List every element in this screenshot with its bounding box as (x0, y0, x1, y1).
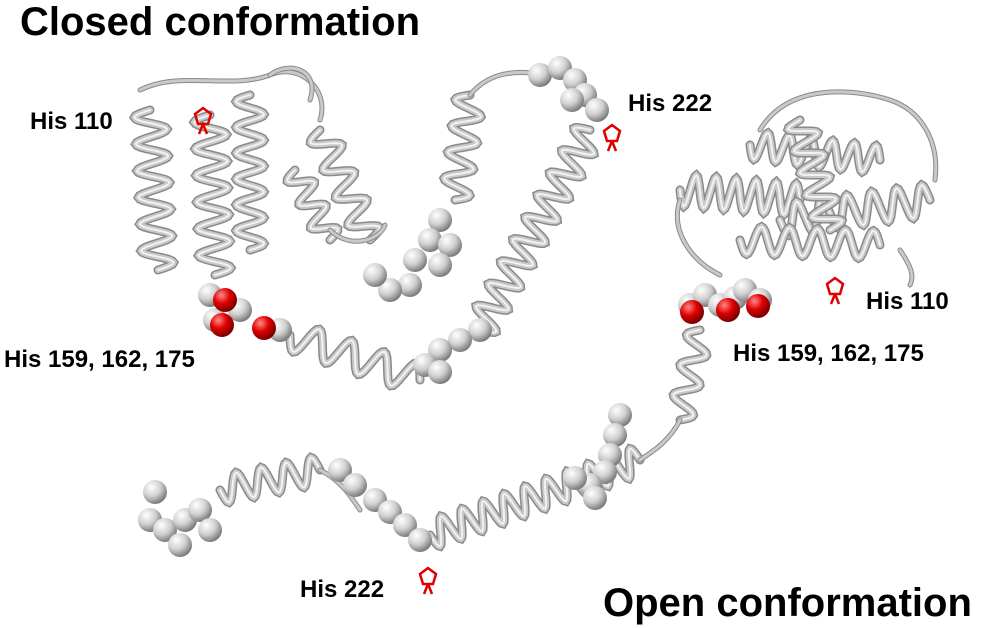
histidine-stick-icon (422, 583, 434, 595)
closed-sphere (468, 318, 492, 342)
open-helix-upper (668, 325, 712, 425)
open-sphere-chain (138, 278, 772, 557)
open-histidine-sphere (746, 294, 770, 318)
open-sphere (563, 466, 587, 490)
open-loop-left (674, 197, 723, 278)
open-helix-c (775, 179, 935, 241)
open-histidine-sphere (680, 300, 704, 324)
closed-helix-upper (438, 90, 487, 205)
open-helix-left (215, 452, 325, 508)
closed-sphere (428, 338, 452, 362)
closed-sphere (428, 208, 452, 232)
closed-sphere (428, 360, 452, 384)
closed-histidine-sphere (213, 288, 237, 312)
open-sphere (143, 480, 167, 504)
open-his110-label: His 110 (866, 288, 949, 315)
closed-sphere (418, 228, 442, 252)
closed-helix-c (230, 90, 270, 255)
open-sphere (583, 486, 607, 510)
closed-helix-linker (285, 324, 425, 391)
histidine-stick-icon (197, 123, 209, 135)
open-histidine-sphere (716, 298, 740, 322)
open-sphere (608, 403, 632, 427)
closed-histidine-sphere (252, 316, 276, 340)
closed-helix-a (128, 105, 180, 275)
histidine-ring-icon (602, 123, 622, 143)
open-globular-domain (674, 89, 939, 288)
closed-helix-e (282, 165, 343, 245)
closed-sphere (585, 98, 609, 122)
closed-sphere (378, 278, 402, 302)
open-sphere (328, 458, 352, 482)
open-loop-right (897, 247, 915, 288)
histidine-ring-icon (825, 276, 845, 296)
closed-sphere (528, 63, 552, 87)
open-sphere (343, 473, 367, 497)
histidine-ring-icon (418, 566, 438, 586)
open-long-helix (215, 325, 712, 552)
closed-sphere (363, 263, 387, 287)
open-loop-mid (637, 417, 683, 463)
open-sphere (198, 518, 222, 542)
closed-his222-label: His 222 (628, 90, 713, 117)
open-his222-marker (418, 566, 438, 595)
open-helix-e (735, 221, 885, 264)
histidine-stick-icon (606, 140, 618, 152)
closed-his222-marker (602, 123, 622, 152)
closed-sphere (428, 253, 452, 277)
closed-his-cluster-label: His 159, 162, 175 (4, 346, 195, 373)
closed-helix-d (305, 125, 385, 245)
open-helix-main (425, 443, 645, 552)
closed-helix-b (188, 110, 237, 280)
closed-sphere (438, 233, 462, 257)
open-conformation-structure (138, 89, 939, 595)
open-his110-marker (825, 276, 845, 305)
closed-sphere (448, 328, 472, 352)
histidine-ring-icon (193, 106, 213, 126)
open-sphere (603, 423, 627, 447)
open-his-cluster-label: His 159, 162, 175 (733, 340, 924, 367)
closed-sphere (403, 248, 427, 272)
closed-conformation-title: Closed conformation (20, 0, 421, 44)
open-sphere (188, 498, 212, 522)
closed-loop-right (327, 222, 388, 244)
closed-conformation-structure (128, 56, 622, 391)
closed-his110-label: His 110 (30, 108, 113, 135)
closed-loop-top-b (267, 65, 315, 103)
histidine-stick-icon (829, 293, 841, 305)
open-sphere (393, 513, 417, 537)
open-sphere (153, 518, 177, 542)
open-loop-top (757, 89, 939, 183)
closed-sphere-chain (198, 56, 609, 384)
closed-long-helix (285, 69, 599, 391)
open-his222-label: His 222 (300, 576, 385, 603)
closed-globular-domain (128, 65, 388, 280)
open-helix-d (782, 115, 848, 235)
open-helix-a (675, 169, 805, 221)
open-sphere (168, 533, 192, 557)
closed-sphere (398, 273, 422, 297)
closed-loop-top (137, 69, 325, 123)
closed-histidine-sphere (210, 313, 234, 337)
closed-sphere (560, 88, 584, 112)
closed-his110-marker (193, 106, 213, 135)
open-conformation-title: Open conformation (603, 581, 972, 625)
closed-helix-main (471, 122, 599, 338)
open-sphere (408, 528, 432, 552)
